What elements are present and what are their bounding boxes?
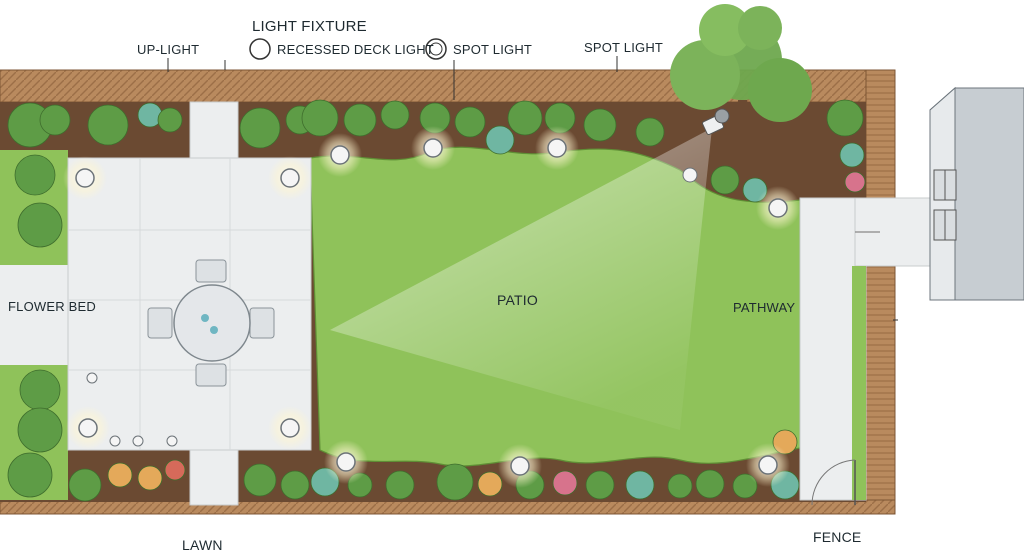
label-up-light: UP-LIGHT — [137, 42, 200, 57]
house — [929, 86, 1024, 301]
label-lawn: LAWN — [182, 537, 223, 553]
legend-icons — [249, 38, 447, 60]
fence-gate — [811, 459, 856, 506]
label-spot-light-1: SPOT LIGHT — [453, 42, 533, 57]
spot-light-fixture — [702, 108, 730, 135]
label-flower-bed: FLOWER BED — [8, 299, 96, 314]
label-pathway: PATHWAY — [733, 300, 796, 315]
leader-lines — [167, 56, 898, 321]
label-light-fixture: LIGHT FIXTURE — [252, 18, 367, 35]
label-patio: PATIO — [497, 292, 538, 308]
shrubs — [7, 99, 866, 502]
spot-light-beam — [330, 128, 712, 430]
tree — [670, 4, 812, 155]
label-spot-light-2: SPOT LIGHT — [584, 40, 664, 55]
pathway — [799, 197, 934, 501]
patio-table-set — [147, 259, 275, 387]
label-recessed-deck-light: RECESSED DECK LIGHT — [277, 42, 434, 57]
recessed-deck-lights — [63, 126, 800, 488]
label-fence: FENCE — [813, 529, 862, 545]
